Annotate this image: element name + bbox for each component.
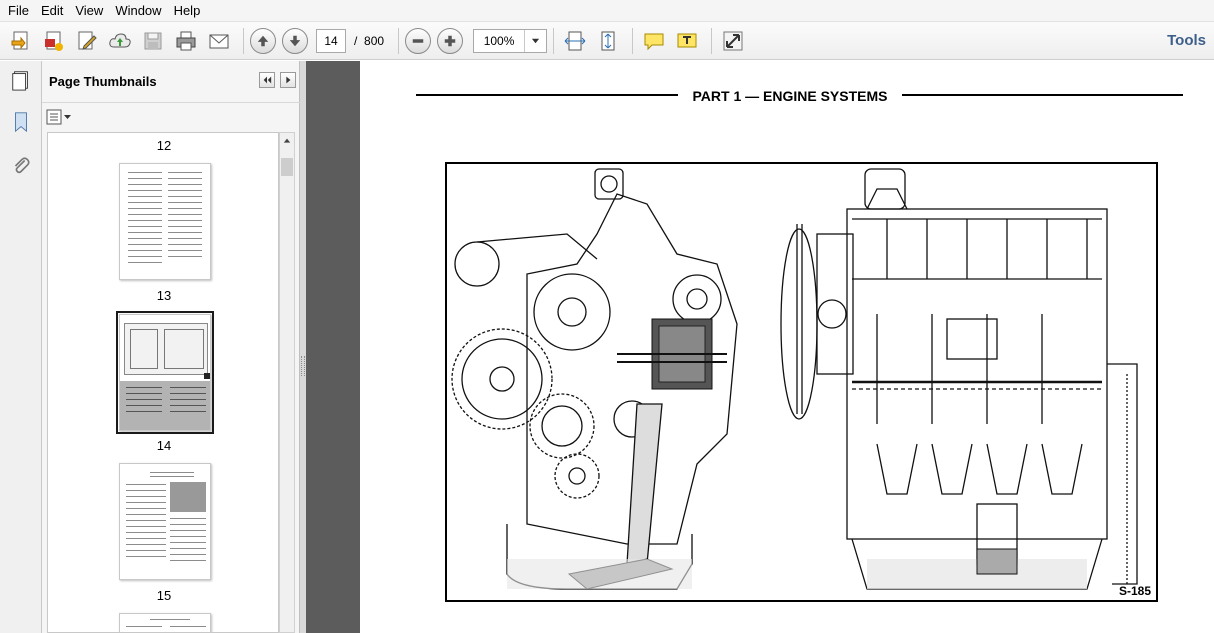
toolbar-separator	[711, 27, 713, 54]
save-disk-icon	[144, 32, 162, 49]
thumbnail-page-14[interactable]	[116, 311, 214, 434]
scroll-thumb[interactable]	[281, 158, 293, 176]
page-total: 800	[364, 33, 385, 48]
menu-edit[interactable]: Edit	[40, 2, 64, 18]
page-separator: /	[354, 33, 358, 48]
thumbnails-panel: Page Thumbnails 12	[42, 61, 300, 633]
thumbnail-scrollbar[interactable]	[279, 132, 295, 633]
thumbnail-label: 13	[156, 288, 172, 303]
email-button[interactable]	[204, 26, 234, 56]
panel-title: Page Thumbnails	[49, 74, 157, 89]
thumbnail-page-13[interactable]	[119, 163, 211, 280]
page-heading: PART 1 — ENGINE SYSTEMS	[678, 88, 902, 104]
figure-label: S-185	[1118, 584, 1151, 598]
page-thumbnails-icon	[12, 71, 28, 91]
zoom-out-button[interactable]	[405, 27, 432, 54]
thumbnail-label: 15	[156, 588, 172, 603]
attachments-toggle[interactable]	[8, 153, 34, 179]
panel-expand-button[interactable]	[280, 72, 296, 88]
highlight-button[interactable]	[672, 26, 702, 56]
previous-page-button[interactable]	[250, 27, 276, 54]
page-thumbnails-toggle[interactable]	[8, 67, 34, 93]
open-file-icon	[11, 31, 28, 49]
main-toolbar: / 800 Tools	[0, 22, 1214, 60]
thumbnail-label: 14	[156, 438, 172, 453]
menu-help[interactable]: Help	[173, 2, 201, 18]
panel-collapse-button[interactable]	[259, 72, 275, 88]
highlight-text-icon	[677, 33, 697, 47]
header-rule-right	[900, 94, 1183, 96]
chevron-down-icon	[531, 38, 540, 44]
panel-splitter[interactable]	[300, 61, 306, 633]
thumbnail-options-button[interactable]	[46, 107, 74, 127]
engine-illustration	[451, 168, 1138, 590]
bookmark-icon	[15, 112, 27, 133]
panel-header: Page Thumbnails	[42, 61, 300, 103]
comment-bubble-icon	[644, 33, 664, 50]
print-button[interactable]	[171, 26, 201, 56]
thumbnail-label: 12	[156, 138, 172, 153]
navigation-strip	[0, 61, 42, 633]
page-count: / 800	[354, 34, 384, 48]
bookmarks-toggle[interactable]	[8, 109, 34, 135]
chevron-up-icon	[283, 138, 291, 143]
save-button[interactable]	[138, 26, 168, 56]
fit-page-button[interactable]	[593, 26, 623, 56]
arrow-down-icon	[289, 35, 301, 46]
expand-arrows-icon	[723, 31, 743, 50]
upload-cloud-button[interactable]	[105, 26, 135, 56]
double-chevron-left-icon	[263, 76, 272, 84]
thumbnail-list[interactable]: 12 13	[47, 132, 279, 633]
zoom-input[interactable]	[474, 29, 525, 52]
arrow-up-icon	[257, 35, 269, 46]
paperclip-icon	[14, 157, 30, 174]
menu-bar: File Edit View Window Help	[0, 0, 1214, 22]
document-page: PART 1 — ENGINE SYSTEMS	[360, 61, 1214, 633]
toolbar-separator	[398, 27, 400, 54]
menu-view[interactable]: View	[75, 2, 104, 18]
page-number-input[interactable]	[316, 28, 346, 53]
fit-width-icon	[564, 31, 586, 50]
menu-window[interactable]: Window	[115, 2, 162, 18]
zoom-select[interactable]	[473, 28, 548, 53]
tools-link[interactable]: Tools	[1167, 32, 1206, 49]
expand-button[interactable]	[718, 26, 748, 56]
menu-file[interactable]: File	[8, 2, 29, 18]
toolbar-separator	[632, 27, 634, 54]
printer-icon	[176, 31, 196, 50]
plus-icon	[444, 35, 456, 46]
toolbar-separator	[243, 27, 244, 54]
fit-width-button[interactable]	[560, 26, 590, 56]
header-rule-left	[416, 94, 678, 96]
toolbar-separator	[553, 27, 555, 54]
next-page-button[interactable]	[282, 27, 308, 54]
chevron-right-icon	[286, 76, 291, 84]
document-viewport[interactable]: PART 1 — ENGINE SYSTEMS	[306, 61, 1214, 633]
edit-pencil-icon	[78, 31, 97, 50]
thumbnail-page-15[interactable]	[119, 463, 211, 580]
minus-icon	[412, 38, 424, 43]
zoom-dropdown-button[interactable]	[524, 29, 546, 52]
open-button[interactable]	[6, 26, 36, 56]
comment-button[interactable]	[639, 26, 669, 56]
edit-pdf-button[interactable]	[72, 26, 102, 56]
zoom-in-button[interactable]	[437, 27, 464, 54]
create-pdf-icon	[45, 31, 63, 51]
cloud-upload-icon	[109, 32, 131, 47]
options-list-icon	[46, 109, 71, 125]
envelope-icon	[209, 34, 229, 48]
splitter-grip[interactable]	[301, 356, 305, 376]
thumbnail-page-16[interactable]	[119, 613, 211, 632]
engine-figure: S-185	[445, 162, 1158, 602]
scroll-up-button[interactable]	[280, 133, 294, 149]
fit-page-icon	[601, 31, 615, 50]
create-pdf-button[interactable]	[39, 26, 69, 56]
